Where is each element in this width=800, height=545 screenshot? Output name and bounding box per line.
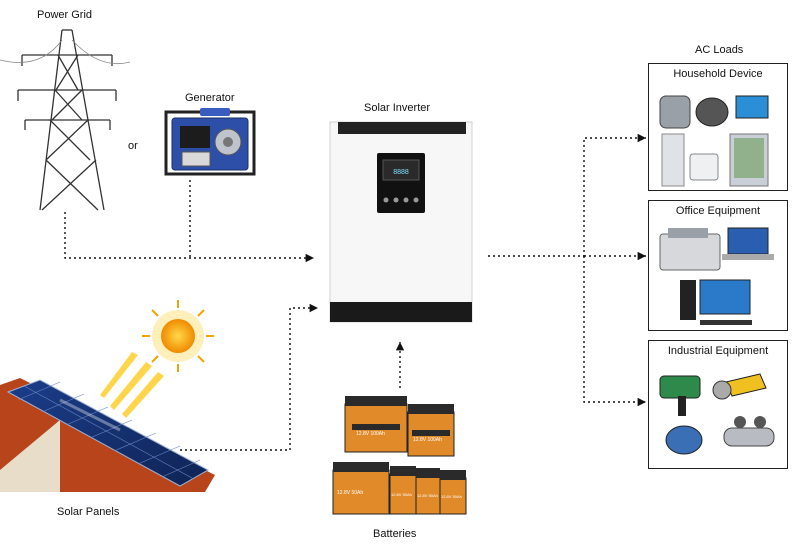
battery-label: 12.8V 50Ah xyxy=(337,490,364,496)
office-equipment-title: Office Equipment xyxy=(675,205,761,217)
battery-bottom-row xyxy=(332,462,467,515)
solar-panels-label: Solar Panels xyxy=(57,506,120,518)
industrial-equipment-title: Industrial Equipment xyxy=(667,345,769,357)
grid-to-inverter-connector xyxy=(64,212,314,263)
industrial-equipment-box: Industrial Equipment xyxy=(648,340,788,469)
batteries-label: Batteries xyxy=(373,528,417,540)
connectors xyxy=(64,133,646,451)
to-industrial-connector xyxy=(583,256,646,407)
sun-icon xyxy=(100,300,214,418)
batteries-icon xyxy=(332,396,467,515)
battery-top-left xyxy=(344,396,408,453)
solar-inverter-label: Solar Inverter xyxy=(364,102,431,114)
or-label: or xyxy=(128,140,138,152)
solar-panel-roof-icon xyxy=(0,378,215,492)
battery-label: 12.8V 100Ah xyxy=(356,431,385,437)
battery-top-right xyxy=(407,404,455,457)
office-equipment-box: Office Equipment xyxy=(648,200,788,331)
inverter-to-loads-connector xyxy=(488,133,646,257)
battery-label: 12.8V 50Ah xyxy=(441,494,462,499)
battery-label: 12.8V 50Ah xyxy=(417,493,438,498)
generator-label: Generator xyxy=(185,92,235,104)
ac-loads-label: AC Loads xyxy=(695,44,744,56)
battery-label: 12.8V 100Ah xyxy=(413,437,442,443)
power-grid-label: Power Grid xyxy=(37,9,93,21)
solar-inverter-icon: 8888 xyxy=(329,121,473,323)
household-device-box: Household Device xyxy=(648,63,788,191)
solar-to-inverter-connector xyxy=(180,303,318,451)
svg-text:8888: 8888 xyxy=(393,169,409,176)
household-device-title: Household Device xyxy=(673,68,763,80)
power-grid-tower-icon xyxy=(0,29,131,211)
battery-label: 12.8V 50Ah xyxy=(391,492,412,497)
generator-icon xyxy=(164,108,256,176)
